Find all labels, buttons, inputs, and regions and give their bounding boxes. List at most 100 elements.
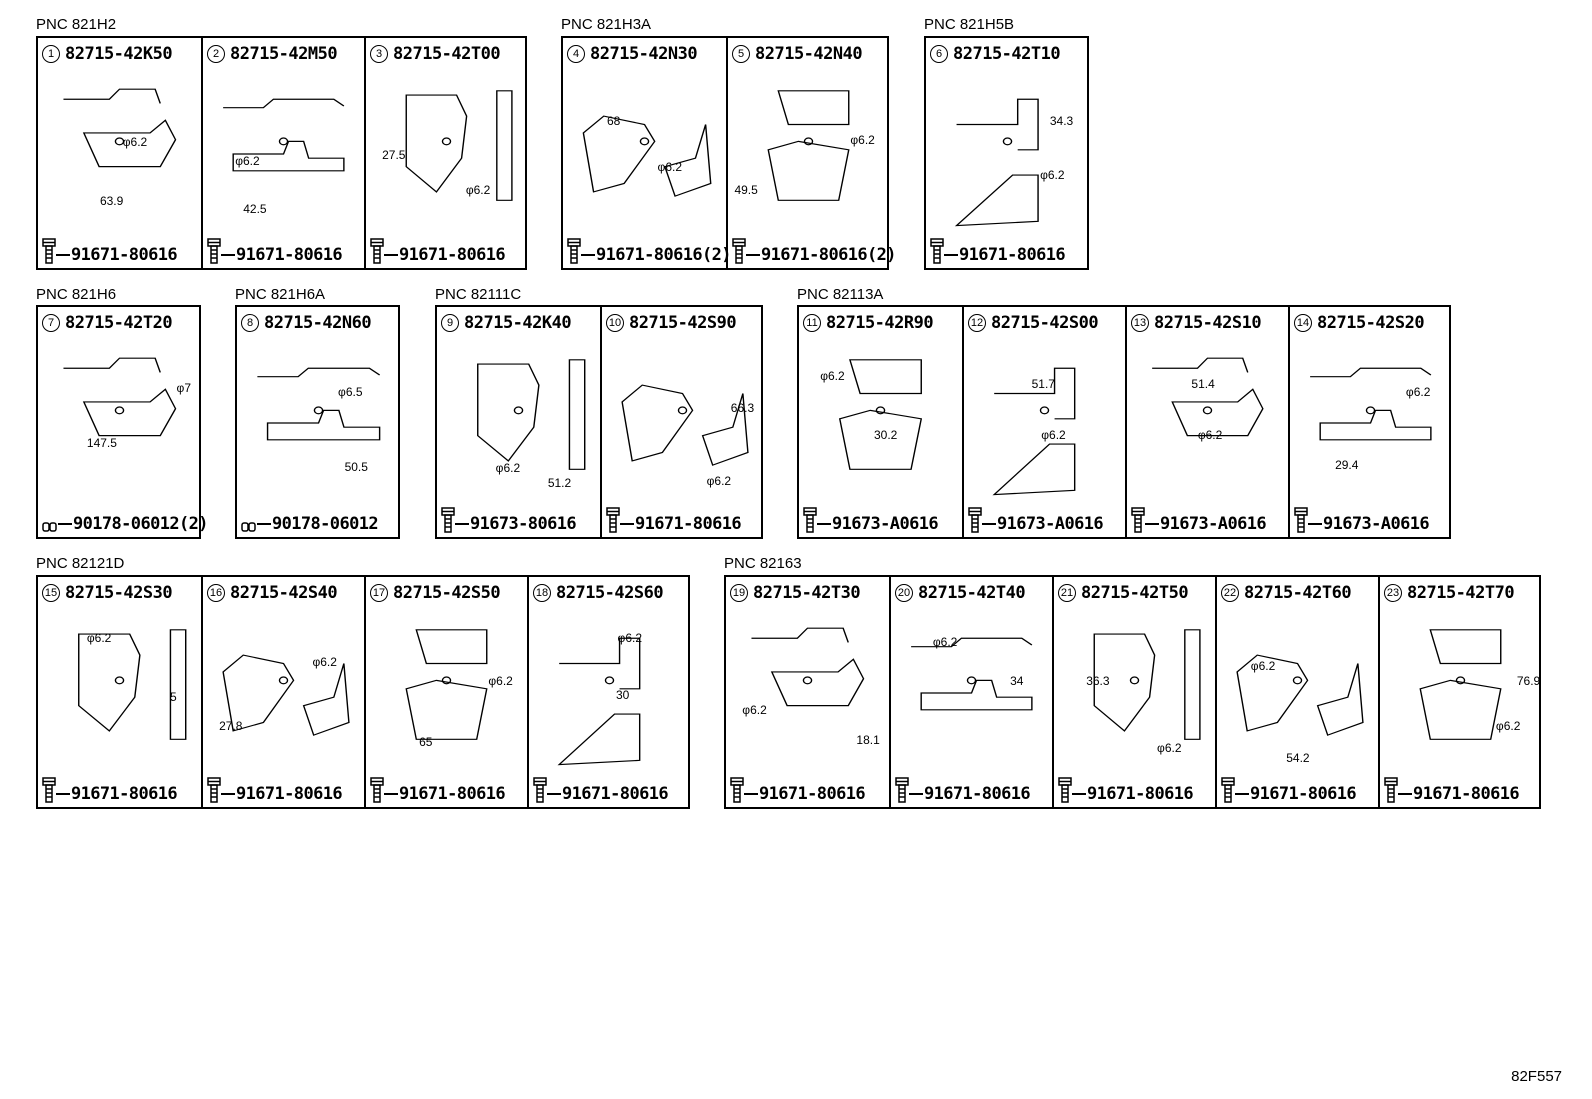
bolt-icon xyxy=(606,507,620,533)
fastener-row: 91671-80616 xyxy=(1384,777,1520,804)
fastener-part-number[interactable]: 91671-80616 xyxy=(959,245,1066,265)
fastener-part-number[interactable]: 91673-A0616 xyxy=(1323,514,1430,534)
fastener-part-number[interactable]: 91671-80616 xyxy=(399,245,506,265)
part-number[interactable]: 82715-42S40 xyxy=(230,583,338,603)
part-number[interactable]: 82715-42T10 xyxy=(953,44,1061,64)
fastener-part-number[interactable]: 90178-06012 xyxy=(272,514,379,534)
part-number[interactable]: 82715-42T50 xyxy=(1081,583,1189,603)
bolt-icon xyxy=(441,507,455,533)
fastener-part-number[interactable]: 91671-80616 xyxy=(635,514,742,534)
fastener-row: 91673-A0616 xyxy=(803,507,939,534)
callout-number: 16 xyxy=(207,584,225,602)
part-number[interactable]: 82715-42N40 xyxy=(755,44,863,64)
fastener-part-number[interactable]: 91671-80616(2) xyxy=(761,245,896,265)
part-number[interactable]: 82715-42T30 xyxy=(753,583,861,603)
part-number[interactable]: 82715-42R90 xyxy=(826,313,934,333)
part-number[interactable]: 82715-42S20 xyxy=(1317,313,1425,333)
part-number[interactable]: 82715-42N30 xyxy=(590,44,698,64)
pnc-label: PNC 82121D xyxy=(36,555,125,572)
fastener-part-number[interactable]: 91673-A0616 xyxy=(997,514,1104,534)
part-number[interactable]: 82715-42S90 xyxy=(629,313,737,333)
callout-number: 22 xyxy=(1221,584,1239,602)
leader-line xyxy=(56,793,70,795)
part-number[interactable]: 82715-42S10 xyxy=(1154,313,1262,333)
part-number[interactable]: 82715-42K50 xyxy=(65,44,173,64)
fastener-part-number[interactable]: 91671-80616 xyxy=(1413,784,1520,804)
fastener-part-number[interactable]: 91673-80616 xyxy=(470,514,577,534)
fastener-part-number[interactable]: 91671-80616 xyxy=(236,245,343,265)
fastener-part-number[interactable]: 91671-80616 xyxy=(1250,784,1357,804)
part-number[interactable]: 82715-42T40 xyxy=(918,583,1026,603)
part-number[interactable]: 82715-42N60 xyxy=(264,313,372,333)
leader-line xyxy=(944,254,958,256)
fastener-part-number[interactable]: 91671-80616(2) xyxy=(596,245,731,265)
part-number[interactable]: 82715-42T00 xyxy=(393,44,501,64)
fastener-row: 91671-80616 xyxy=(1058,777,1194,804)
part-number[interactable]: 82715-42S30 xyxy=(65,583,173,603)
part-number[interactable]: 82715-42S60 xyxy=(556,583,664,603)
fastener-part-number[interactable]: 90178-06012(2) xyxy=(73,514,208,534)
fastener-part-number[interactable]: 91671-80616 xyxy=(236,784,343,804)
fastener-part-number[interactable]: 91671-80616 xyxy=(399,784,506,804)
pnc-label: PNC 821H6A xyxy=(235,286,326,303)
callout-number: 10 xyxy=(606,314,624,332)
bolt-icon xyxy=(207,238,221,264)
callout-number: 17 xyxy=(370,584,388,602)
fastener-part-number[interactable]: 91673-A0616 xyxy=(1160,514,1267,534)
fastener-part-number[interactable]: 91673-A0616 xyxy=(832,514,939,534)
part-number[interactable]: 82715-42T20 xyxy=(65,313,173,333)
part-number[interactable]: 82715-42T70 xyxy=(1407,583,1515,603)
pnc-label: PNC 821H3A xyxy=(561,16,652,33)
bracket-drawing xyxy=(1054,613,1215,773)
part-number[interactable]: 82715-42T60 xyxy=(1244,583,1352,603)
fastener-part-number[interactable]: 91671-80616 xyxy=(759,784,866,804)
fastener-part-number[interactable]: 91671-80616 xyxy=(71,245,178,265)
fastener-part-number[interactable]: 91671-80616 xyxy=(71,784,178,804)
fastener-row: 91673-A0616 xyxy=(968,507,1104,534)
leader-line xyxy=(909,793,923,795)
pnc-label: PNC 821H6 xyxy=(36,286,117,303)
callout-number: 19 xyxy=(730,584,748,602)
pnc-label: PNC 82113A xyxy=(797,286,884,303)
bolt-icon xyxy=(370,238,384,264)
part-number[interactable]: 82715-42M50 xyxy=(230,44,338,64)
bracket-drawing xyxy=(437,343,600,503)
fastener-part-number[interactable]: 91671-80616 xyxy=(924,784,1031,804)
bolt-icon xyxy=(1131,507,1145,533)
fastener-part-number[interactable]: 91671-80616 xyxy=(1087,784,1194,804)
bolt-icon xyxy=(207,777,221,803)
part-number[interactable]: 82715-42S00 xyxy=(991,313,1099,333)
fastener-part-number[interactable]: 91671-80616 xyxy=(562,784,669,804)
part-number[interactable]: 82715-42K40 xyxy=(464,313,572,333)
part-number[interactable]: 82715-42S50 xyxy=(393,583,501,603)
